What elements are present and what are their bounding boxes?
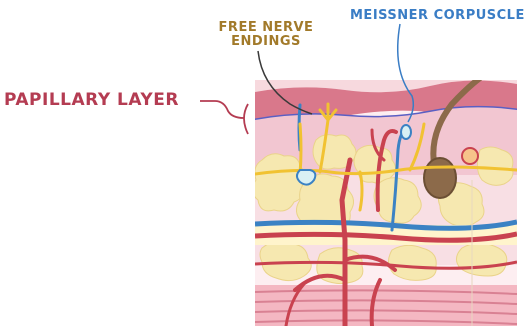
fat-lobule <box>456 243 506 276</box>
fat-lobule <box>388 245 436 280</box>
coiled-gland <box>462 148 478 164</box>
papillary-layer-label: PAPILLARY LAYER <box>4 91 179 110</box>
papillary-callout-line <box>200 101 244 118</box>
fat-lobule <box>374 178 421 223</box>
papillary-bracket <box>244 104 248 134</box>
free-nerve-endings-line2: ENDINGS <box>206 35 326 49</box>
meissner-corpuscle-label: MEISSNER CORPUSCLE <box>350 9 525 23</box>
fat-lobule <box>477 147 513 185</box>
free-nerve-endings-line1: FREE NERVE <box>206 21 326 35</box>
meissner-corpuscle <box>401 125 411 139</box>
bulb-corpuscle <box>297 170 315 185</box>
hair-bulb <box>424 158 456 198</box>
free-nerve-endings-label: FREE NERVE ENDINGS <box>206 21 326 50</box>
